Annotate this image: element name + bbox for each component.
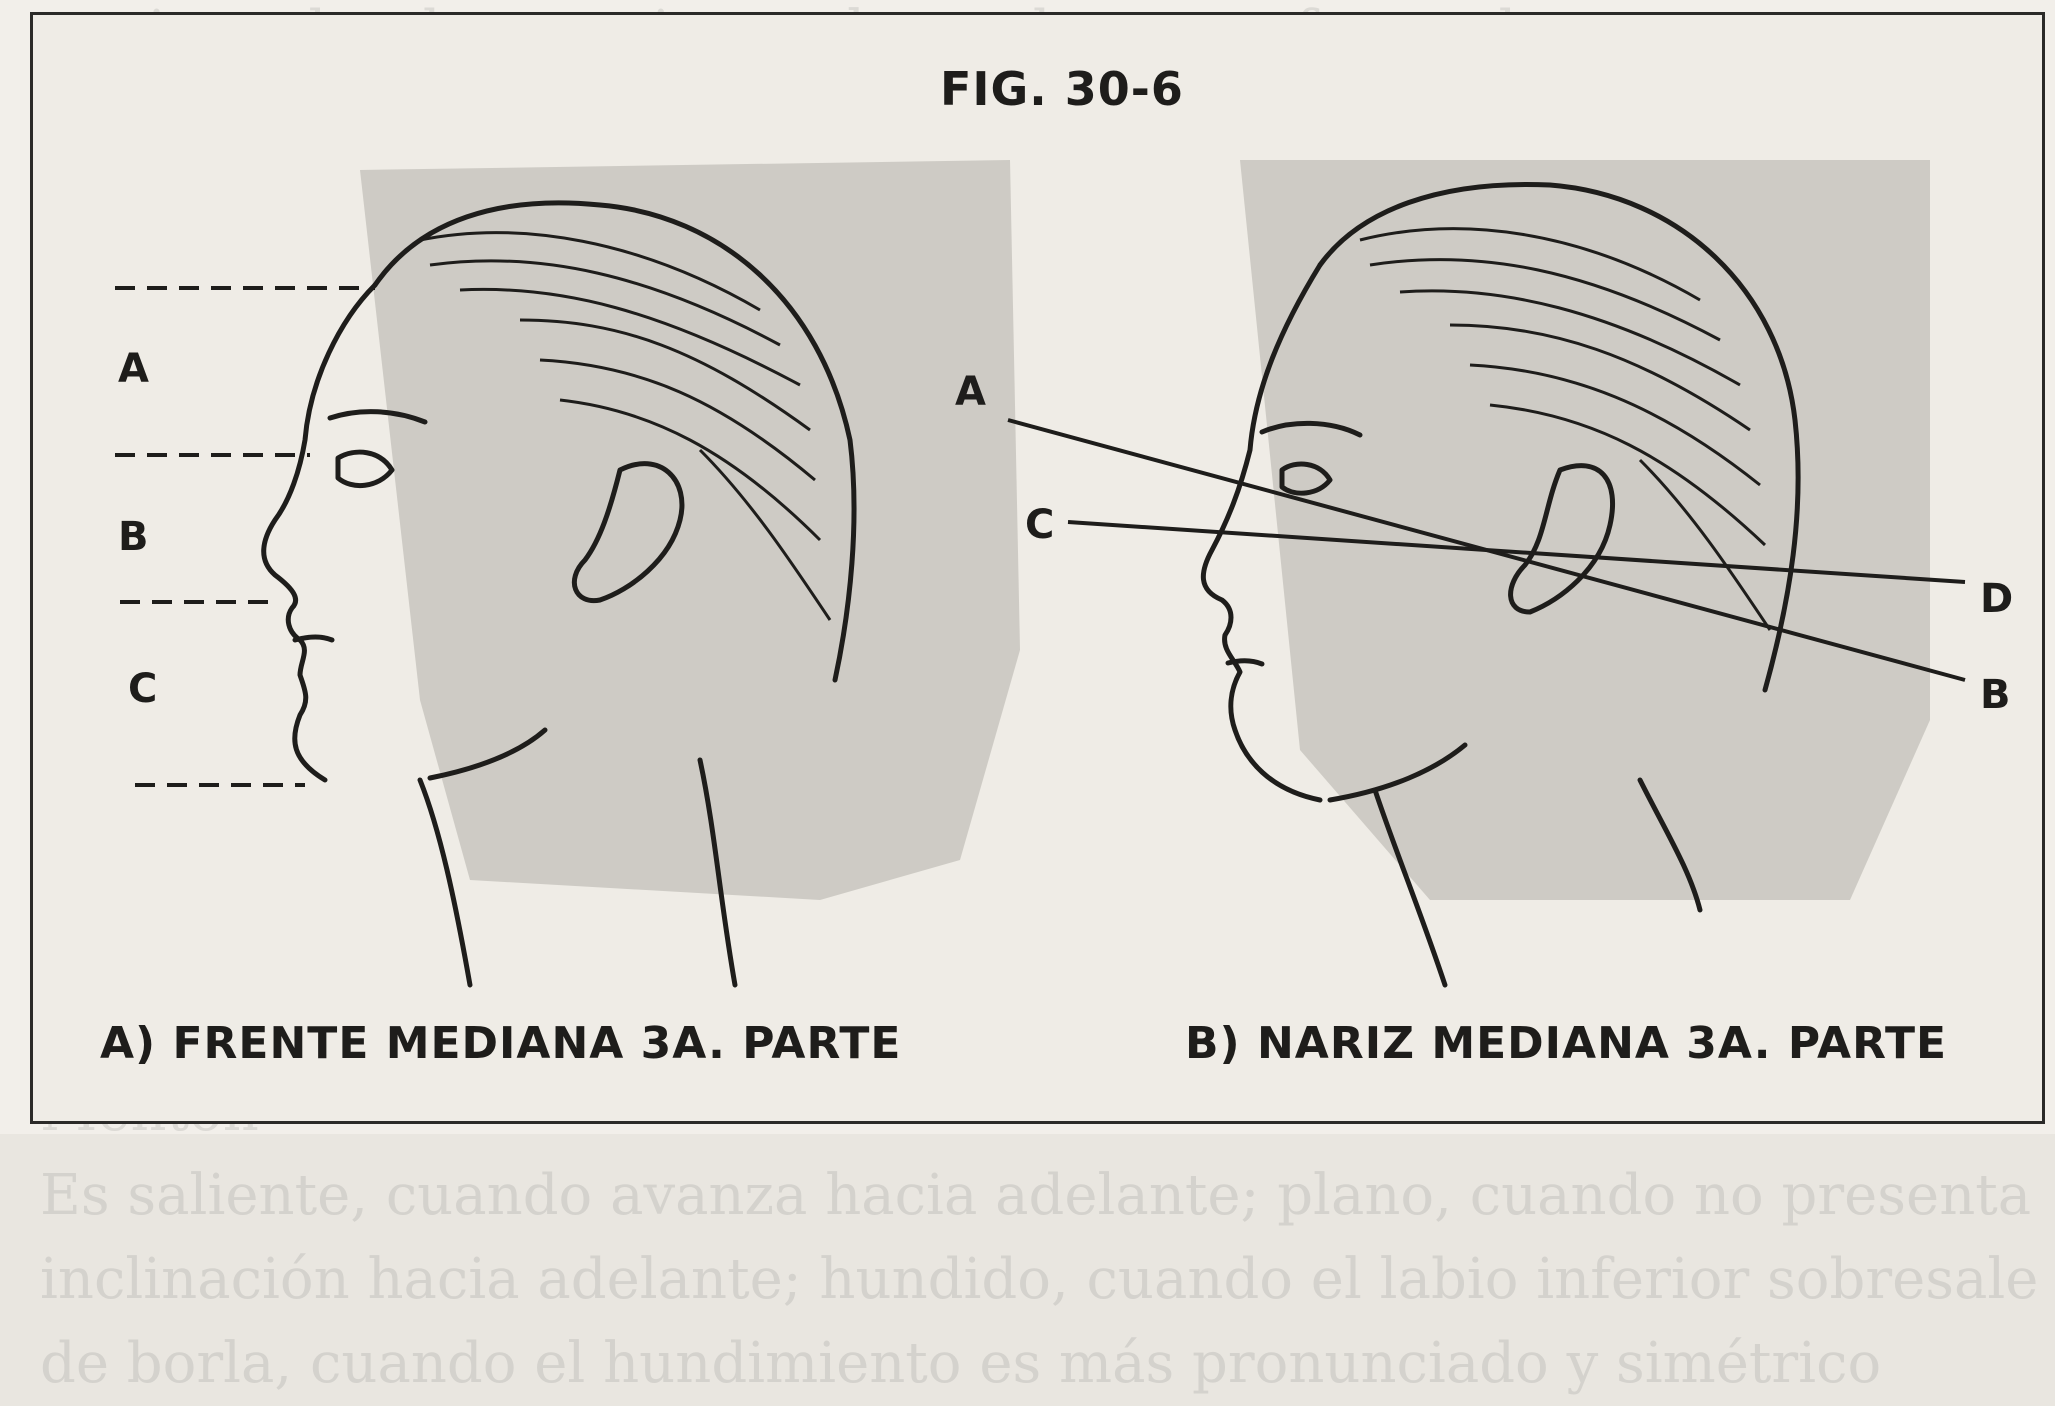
panel-b-caption: B) NARIZ MEDIANA 3A. PARTE	[1185, 1018, 1947, 1069]
page: nguiente borde superior, en lugar de ser…	[0, 0, 2055, 1134]
panel-a-label-a: A	[118, 346, 149, 392]
panel-a-mouth	[295, 637, 332, 640]
panel-b-shade	[1240, 160, 1930, 900]
panel-b-label-c: C	[1025, 502, 1054, 548]
panel-a-labels: A B C	[118, 346, 157, 712]
panel-a-eye	[338, 452, 392, 485]
panel-b-mouth	[1228, 661, 1262, 664]
panel-b-label-b: B	[1980, 672, 2011, 718]
panel-a-caption: A) FRENTE MEDIANA 3A. PARTE	[100, 1018, 901, 1069]
panel-b-label-a: A	[955, 369, 986, 415]
panel-b-label-d: D	[1980, 576, 2013, 622]
panel-a-label-b: B	[118, 514, 149, 560]
panel-a-face-profile	[264, 285, 375, 780]
profile-diagram: A B C	[0, 0, 2055, 1134]
panel-a-label-c: C	[128, 666, 157, 712]
panel-a-shade	[360, 160, 1020, 900]
